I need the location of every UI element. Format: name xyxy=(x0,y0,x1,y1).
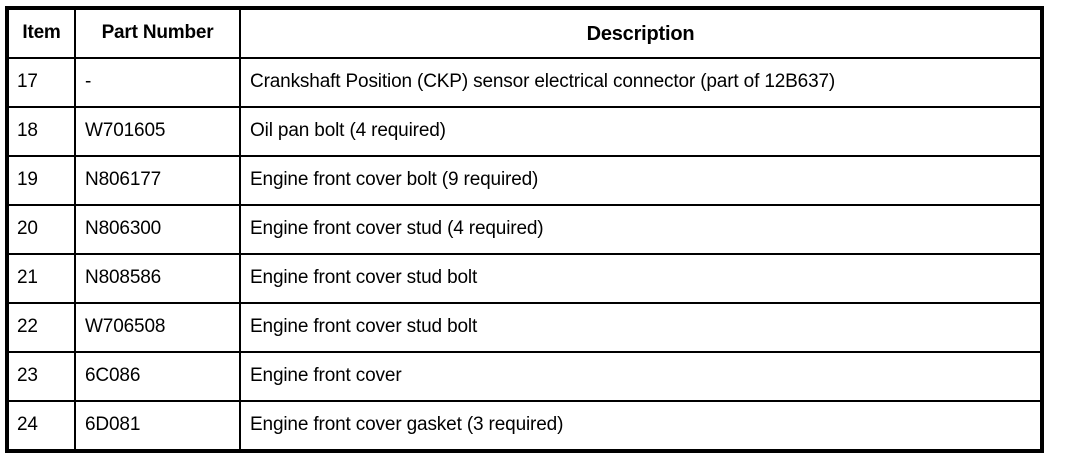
cell-description: Engine front cover bolt (9 required) xyxy=(239,155,1043,206)
table-row: 17 - Crankshaft Position (CKP) sensor el… xyxy=(6,57,1043,108)
cell-part-number: N806300 xyxy=(74,204,241,255)
parts-table-container: Item Part Number Description 17 - Cranks… xyxy=(5,6,1044,453)
cell-part-number: N806177 xyxy=(74,155,241,206)
cell-item: 22 xyxy=(6,302,76,353)
cell-part-number: W701605 xyxy=(74,106,241,157)
cell-item: 24 xyxy=(6,400,76,452)
table-body: 17 - Crankshaft Position (CKP) sensor el… xyxy=(6,57,1043,452)
cell-description: Engine front cover stud bolt xyxy=(239,302,1043,353)
cell-description: Engine front cover xyxy=(239,351,1043,402)
cell-part-number: 6D081 xyxy=(74,400,241,452)
column-header-description: Description xyxy=(239,7,1043,59)
table-row: 21 N808586 Engine front cover stud bolt xyxy=(6,253,1043,304)
table-header: Item Part Number Description xyxy=(6,7,1043,59)
cell-item: 19 xyxy=(6,155,76,206)
cell-item: 21 xyxy=(6,253,76,304)
cell-description: Engine front cover stud bolt xyxy=(239,253,1043,304)
table-row: 23 6C086 Engine front cover xyxy=(6,351,1043,402)
cell-part-number: W706508 xyxy=(74,302,241,353)
cell-item: 23 xyxy=(6,351,76,402)
table-row: 19 N806177 Engine front cover bolt (9 re… xyxy=(6,155,1043,206)
cell-description: Engine front cover stud (4 required) xyxy=(239,204,1043,255)
cell-item: 20 xyxy=(6,204,76,255)
cell-item: 18 xyxy=(6,106,76,157)
cell-part-number: - xyxy=(74,57,241,108)
table-row: 18 W701605 Oil pan bolt (4 required) xyxy=(6,106,1043,157)
cell-part-number: N808586 xyxy=(74,253,241,304)
parts-table: Item Part Number Description 17 - Cranks… xyxy=(5,6,1044,453)
table-header-row: Item Part Number Description xyxy=(6,7,1043,59)
cell-item: 17 xyxy=(6,57,76,108)
cell-description: Oil pan bolt (4 required) xyxy=(239,106,1043,157)
column-header-part-number: Part Number xyxy=(74,7,241,59)
cell-description: Crankshaft Position (CKP) sensor electri… xyxy=(239,57,1043,108)
column-header-item: Item xyxy=(6,7,76,59)
cell-part-number: 6C086 xyxy=(74,351,241,402)
table-row: 20 N806300 Engine front cover stud (4 re… xyxy=(6,204,1043,255)
table-row: 22 W706508 Engine front cover stud bolt xyxy=(6,302,1043,353)
